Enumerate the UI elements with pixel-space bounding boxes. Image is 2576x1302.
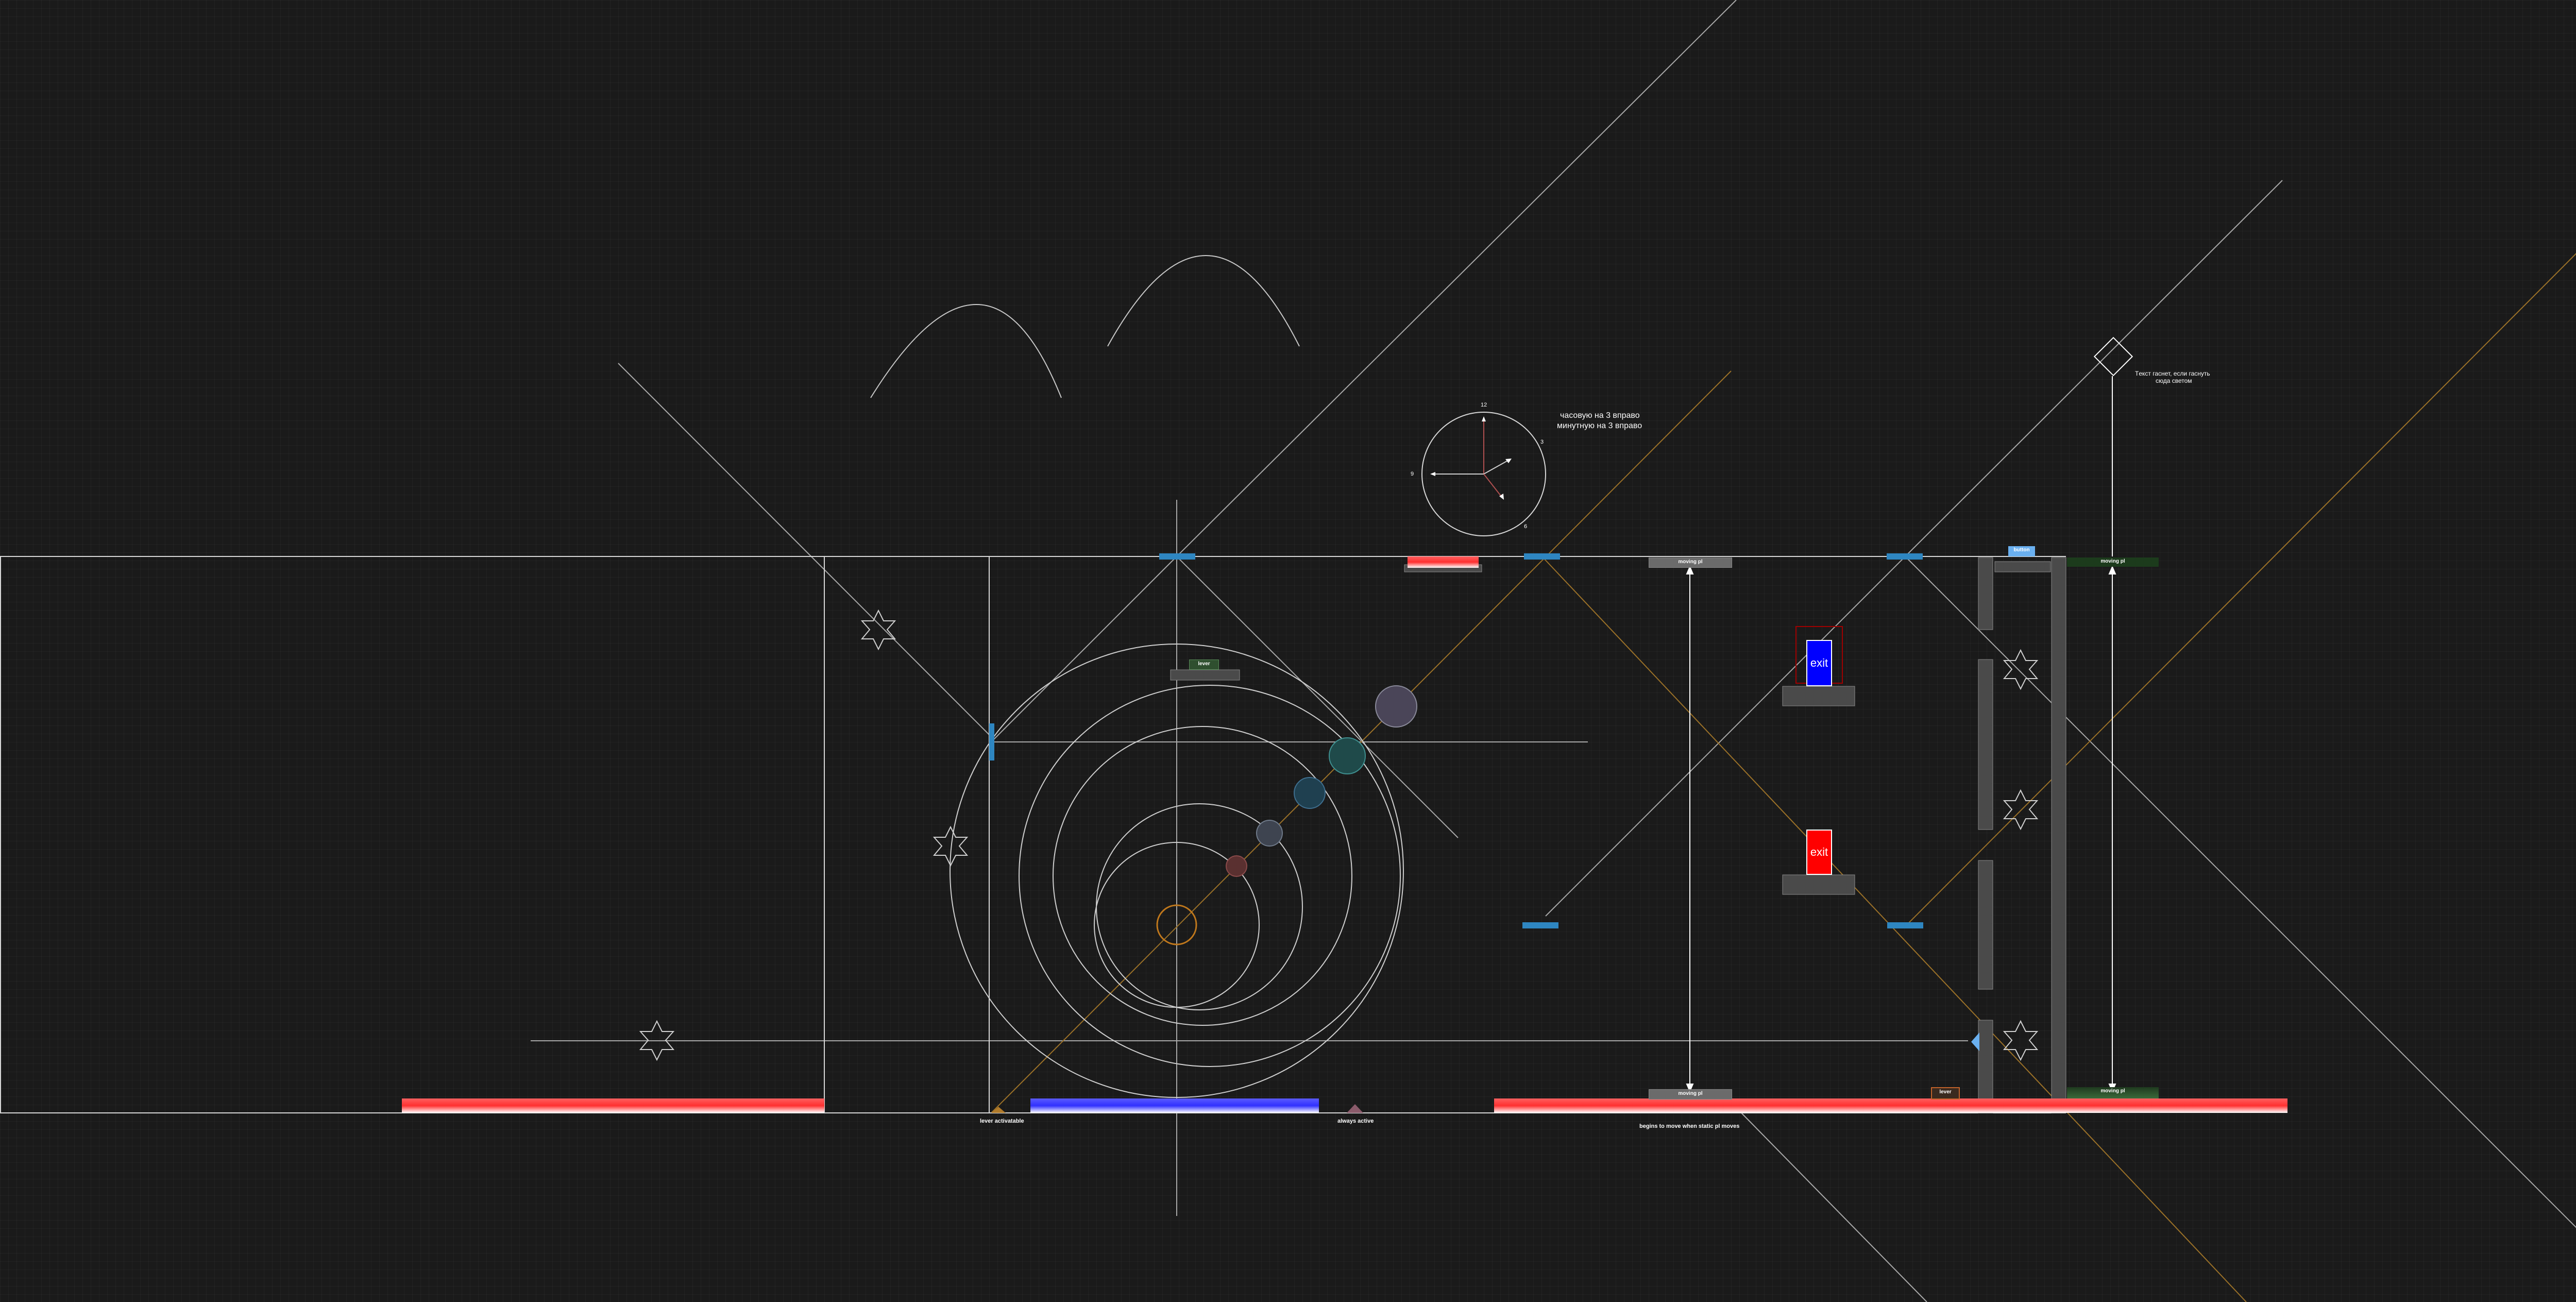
- light-ray: [1905, 556, 2576, 1228]
- light-ray-orange: [1541, 556, 2247, 1302]
- clock: [1421, 412, 1546, 536]
- hazards: [402, 556, 2287, 1113]
- diamond-note-line-1: Tекст гаснет, если гаснуть: [2135, 370, 2210, 377]
- light-ray-orange: [991, 370, 1732, 1113]
- planets: [1226, 685, 1417, 877]
- planet[interactable]: [1256, 820, 1283, 847]
- moving-platform-top[interactable]: moving pl: [1649, 557, 1732, 568]
- light-ray: [990, 556, 1177, 743]
- exit-platform[interactable]: [1782, 686, 1855, 706]
- moving-platform-green-bottom[interactable]: moving pl: [2067, 1087, 2159, 1098]
- exit-door-blue[interactable]: exit: [1806, 640, 1832, 686]
- light-ray: [618, 363, 992, 737]
- arrow-icon: [1499, 494, 1504, 500]
- light-ray: [1905, 180, 2283, 557]
- light-rays-orange: [991, 252, 2576, 1302]
- arrow-up-icon: [2108, 565, 2116, 574]
- planet[interactable]: [1294, 777, 1326, 809]
- mirror[interactable]: [1887, 922, 1923, 928]
- sun-target-icon: [1156, 904, 1197, 945]
- arrow-up-icon: [1686, 565, 1694, 574]
- arrow-down-icon: [1686, 1084, 1694, 1093]
- arrow-icon: [1430, 472, 1435, 476]
- planet[interactable]: [1226, 855, 1247, 877]
- star-icon[interactable]: [2003, 649, 2039, 690]
- walls: [1978, 557, 2066, 1113]
- diamond-note-line-2: сюда светом: [2156, 377, 2192, 384]
- orbit-ring: [1053, 726, 1352, 1026]
- lever-platform[interactable]: [1170, 669, 1240, 681]
- orbit-system: [950, 644, 1404, 1098]
- clock-number-12: 12: [1481, 402, 1487, 408]
- moving-platform-green-top[interactable]: moving pl: [2067, 557, 2159, 567]
- exit-door-red[interactable]: exit: [1806, 830, 1832, 875]
- arrow-icon: [1482, 416, 1486, 421]
- light-ray: [1545, 556, 1906, 917]
- red-liquid-hazard: [1408, 556, 1479, 568]
- star-icon[interactable]: [2003, 1020, 2039, 1061]
- light-ray: [1741, 1112, 1927, 1302]
- static-platform[interactable]: [1994, 561, 2051, 572]
- clock-number-9: 9: [1411, 471, 1414, 477]
- wall-segment[interactable]: [2051, 557, 2066, 1113]
- trajectory-arc: [870, 304, 1062, 398]
- clock-hand[interactable]: [1483, 459, 1510, 475]
- wall-segment[interactable]: [1978, 860, 1993, 990]
- button[interactable]: button: [2008, 546, 2035, 556]
- lever-triangle-icon[interactable]: [991, 1107, 1006, 1113]
- room-boundaries: [0, 556, 2066, 1113]
- wall-segment[interactable]: [1978, 557, 1993, 630]
- light-ray: [1176, 0, 1737, 557]
- lever-activatable-note: lever activatable: [980, 1118, 1024, 1124]
- moving-platform-bottom[interactable]: moving pl: [1649, 1089, 1732, 1100]
- clock-face[interactable]: [1421, 412, 1546, 536]
- stars: [639, 609, 2039, 1061]
- wall-segment[interactable]: [1978, 659, 1993, 830]
- always-active-note: always active: [1337, 1118, 1374, 1124]
- red-liquid-hazard: [1494, 1098, 2287, 1113]
- mirror[interactable]: [989, 723, 994, 760]
- blue-liquid-hazard: [1030, 1098, 1319, 1113]
- light-rays-white: [531, 0, 2576, 1302]
- exit-platform[interactable]: [1782, 874, 1855, 895]
- diamond-icon[interactable]: [2093, 336, 2133, 377]
- active-triangle-icon[interactable]: [1347, 1104, 1363, 1113]
- begins-to-move-note: begins to move when static pl moves: [1639, 1123, 1740, 1129]
- mirrors: [989, 553, 1923, 928]
- star-icon[interactable]: [639, 1020, 675, 1061]
- wall-segment[interactable]: [1978, 1020, 1993, 1113]
- star-icon[interactable]: [860, 609, 896, 651]
- clock-note-line-1: часовую на 3 вправо: [1560, 411, 1640, 420]
- orbit-ring: [950, 644, 1404, 1098]
- clock-hand[interactable]: [1483, 474, 1503, 498]
- lever[interactable]: lever: [1189, 660, 1219, 670]
- light-ray-orange: [1906, 252, 2576, 926]
- clock-number-6: 6: [1524, 523, 1528, 530]
- lever-orange[interactable]: lever: [1931, 1087, 1960, 1100]
- clock-note-line-2: минутную на 3 вправо: [1557, 421, 1642, 430]
- trajectory-arcs: [870, 255, 1300, 398]
- light-ray: [1176, 556, 1459, 838]
- clock-number-3: 3: [1540, 439, 1544, 445]
- movement-paths: [1686, 376, 2116, 1093]
- mirror[interactable]: [1522, 922, 1558, 928]
- star-icon[interactable]: [2003, 789, 2039, 831]
- mirror[interactable]: [1159, 553, 1195, 560]
- mirror[interactable]: [1887, 553, 1923, 560]
- planet[interactable]: [1329, 737, 1366, 774]
- orbit-ring: [1094, 842, 1260, 1008]
- light-ray: [2058, 685, 2380, 1302]
- trajectory-arc: [1107, 255, 1300, 347]
- arrow-icon: [1505, 459, 1512, 463]
- mirror[interactable]: [1524, 553, 1560, 560]
- emitter-triangle-icon[interactable]: [1971, 1033, 1979, 1051]
- planet[interactable]: [1375, 685, 1417, 728]
- red-liquid-hazard: [402, 1098, 824, 1113]
- star-icon[interactable]: [933, 825, 969, 867]
- platforms: [1170, 561, 2051, 895]
- orbit-ring: [1019, 685, 1401, 1067]
